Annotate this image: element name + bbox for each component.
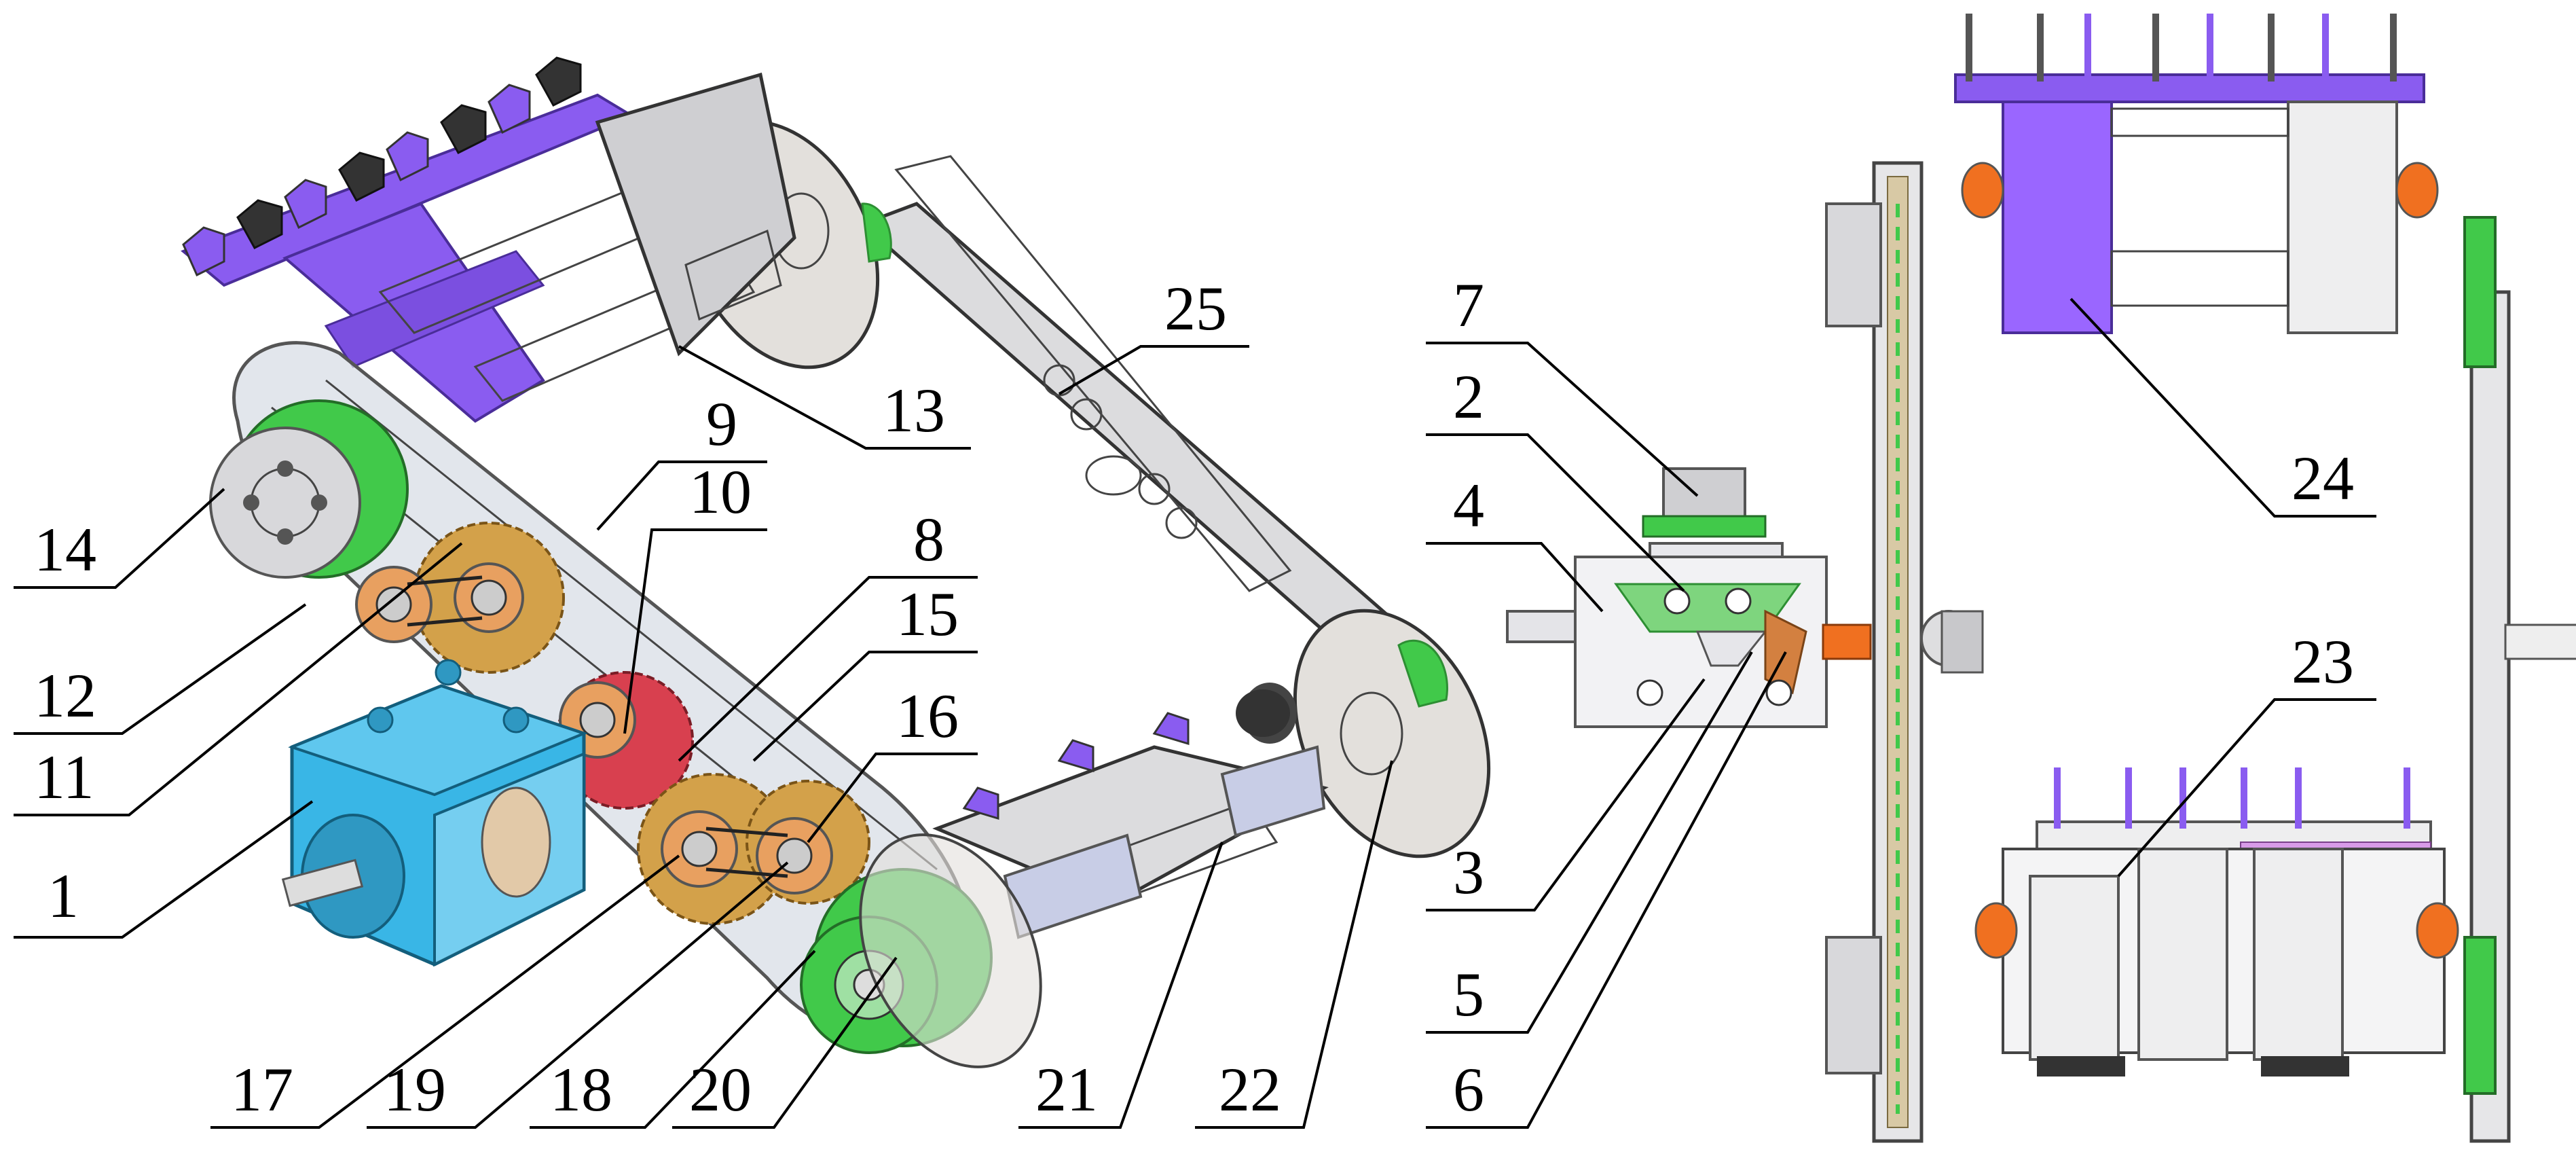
label-5: 5 <box>1453 960 1484 1029</box>
label-21: 21 <box>1035 1055 1098 1124</box>
lower-shaft-assembly-21 <box>932 689 1329 939</box>
callout-labels: 14 12 11 1 17 19 18 20 21 22 13 25 9 10 … <box>34 270 2354 1124</box>
label-8: 8 <box>913 505 944 574</box>
gearbox-1 <box>281 659 588 967</box>
upper-tines <box>182 56 582 277</box>
label-1: 1 <box>48 861 79 930</box>
label-18: 18 <box>550 1055 612 1124</box>
label-19: 19 <box>384 1055 446 1124</box>
label-17: 17 <box>231 1055 293 1124</box>
label-22: 22 <box>1219 1055 1281 1124</box>
callout-leaders <box>14 297 2376 1129</box>
label-4: 4 <box>1453 471 1484 540</box>
upper-tine-assembly <box>181 56 796 423</box>
label-9: 9 <box>706 389 737 458</box>
label-23: 23 <box>2292 627 2354 696</box>
label-12: 12 <box>34 661 96 730</box>
label-15: 15 <box>896 579 959 649</box>
label-7: 7 <box>1453 270 1484 340</box>
label-6: 6 <box>1453 1055 1484 1124</box>
gearbox-section-view <box>1506 467 1872 728</box>
bottom-tine-row <box>2054 767 2410 829</box>
label-3: 3 <box>1453 837 1484 907</box>
isometric-assembly-view <box>181 56 1491 1068</box>
label-11: 11 <box>34 742 94 812</box>
label-10: 10 <box>689 457 752 526</box>
top-tine-row <box>1966 14 2397 82</box>
label-25: 25 <box>1164 274 1227 343</box>
label-2: 2 <box>1453 362 1484 431</box>
label-14: 14 <box>34 515 96 584</box>
label-16: 16 <box>896 681 959 750</box>
label-24: 24 <box>2292 444 2354 513</box>
label-20: 20 <box>689 1055 752 1124</box>
gear-14 <box>209 399 409 579</box>
side-elevation-view <box>1825 14 2576 1143</box>
label-13: 13 <box>883 376 945 445</box>
